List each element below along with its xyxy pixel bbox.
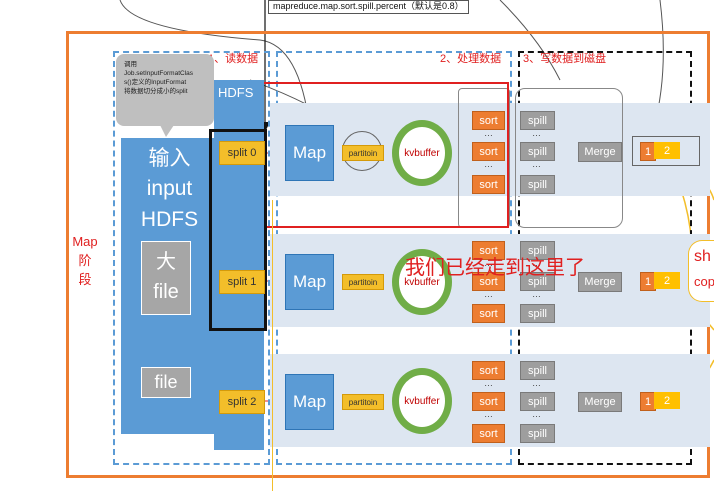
input-title-hdfs: HDFS xyxy=(140,208,199,231)
sort-box: sort xyxy=(472,111,505,130)
merge-box: Merge xyxy=(578,142,622,162)
shuffle-fragment: sh cop xyxy=(688,240,714,302)
map-box: Map xyxy=(285,254,334,310)
map-box: Map xyxy=(285,125,334,181)
small-file-box: file xyxy=(141,367,191,398)
big-file-cn: 大 xyxy=(156,251,176,273)
spill-box: spill xyxy=(520,304,555,323)
section-label-process: 2、处理数据 xyxy=(440,53,502,65)
shuffle-fragment-a: sh xyxy=(694,248,711,265)
divider-line xyxy=(272,200,273,491)
section-label-read: 1、读数据 xyxy=(208,53,259,65)
spill-box: spill xyxy=(520,392,555,411)
partition-2: 2 xyxy=(654,272,680,289)
section-label-write: 3、写数据到磁盘 xyxy=(523,53,607,65)
ellipsis: … xyxy=(532,409,541,419)
sort-box: sort xyxy=(472,241,505,260)
sort-box: sort xyxy=(472,392,505,411)
partition-2: 2 xyxy=(654,392,680,409)
output-file-frame xyxy=(632,136,700,166)
spill-box: spill xyxy=(520,142,555,161)
ellipsis: … xyxy=(484,128,493,138)
split-0: split 0 xyxy=(219,141,265,165)
partition-box: partitoin xyxy=(342,394,384,410)
ellipsis: … xyxy=(484,409,493,419)
spill-box: spill xyxy=(520,175,555,194)
big-file-en: file xyxy=(153,281,179,303)
ellipsis: … xyxy=(532,128,541,138)
overlay-annotation: 我们已经走到这里了 xyxy=(405,257,585,279)
spill-box: spill xyxy=(520,361,555,380)
callout-text: 调用 Job.setInputFormatClas s()定义的InputFor… xyxy=(124,61,194,95)
merge-box: Merge xyxy=(578,272,622,292)
ellipsis: … xyxy=(532,289,541,299)
ellipsis: … xyxy=(532,159,541,169)
splits-highlight xyxy=(209,129,267,331)
ellipsis: … xyxy=(484,159,493,169)
spill-box: spill xyxy=(520,111,555,130)
partition-1: 1 xyxy=(640,272,656,291)
shuffle-fragment-b: cop xyxy=(694,274,714,289)
split-2: split 2 xyxy=(219,390,265,414)
input-title-cn: 输入 xyxy=(148,147,191,170)
kvbuffer-ring: kvbuffer xyxy=(392,249,452,315)
spill-box: spill xyxy=(520,272,555,291)
callout-tail xyxy=(160,125,174,137)
curve-line xyxy=(499,0,561,81)
stage-label: Map 阶 段 xyxy=(72,234,98,287)
big-file-box: 大 file xyxy=(141,241,191,315)
kvbuffer-ring: kvbuffer xyxy=(392,120,452,186)
small-file-label: file xyxy=(154,372,178,392)
partition-2: 2 xyxy=(654,142,680,159)
ellipsis: … xyxy=(484,258,493,268)
sort-box: sort xyxy=(472,142,505,161)
ellipsis: … xyxy=(484,289,493,299)
config-label: mapreduce.map.sort.spill.percent（默认是0.8） xyxy=(268,0,469,14)
callout-bubble: 调用 Job.setInputFormatClas s()定义的InputFor… xyxy=(116,54,214,126)
sort-box: sort xyxy=(472,272,505,291)
hdfs-label: HDFS xyxy=(218,85,254,100)
sort-box: sort xyxy=(472,175,505,194)
input-title-en: input xyxy=(146,177,193,200)
ellipsis: … xyxy=(532,378,541,388)
partition-box: partitoin xyxy=(342,145,384,161)
ellipsis: … xyxy=(532,258,541,268)
map-box: Map xyxy=(285,374,334,430)
sort-box: sort xyxy=(472,361,505,380)
kvbuffer-ring: kvbuffer xyxy=(392,368,452,434)
sort-box: sort xyxy=(472,424,505,443)
split-1: split 1 xyxy=(219,270,265,294)
ellipsis: … xyxy=(484,378,493,388)
merge-box: Merge xyxy=(578,392,622,412)
read-region xyxy=(113,51,270,465)
partition-1: 1 xyxy=(640,392,656,411)
partition-box: partitoin xyxy=(342,274,384,290)
spill-box: spill xyxy=(520,241,555,260)
spill-box: spill xyxy=(520,424,555,443)
spill-group-bracket xyxy=(515,88,623,228)
sort-box: sort xyxy=(472,304,505,323)
